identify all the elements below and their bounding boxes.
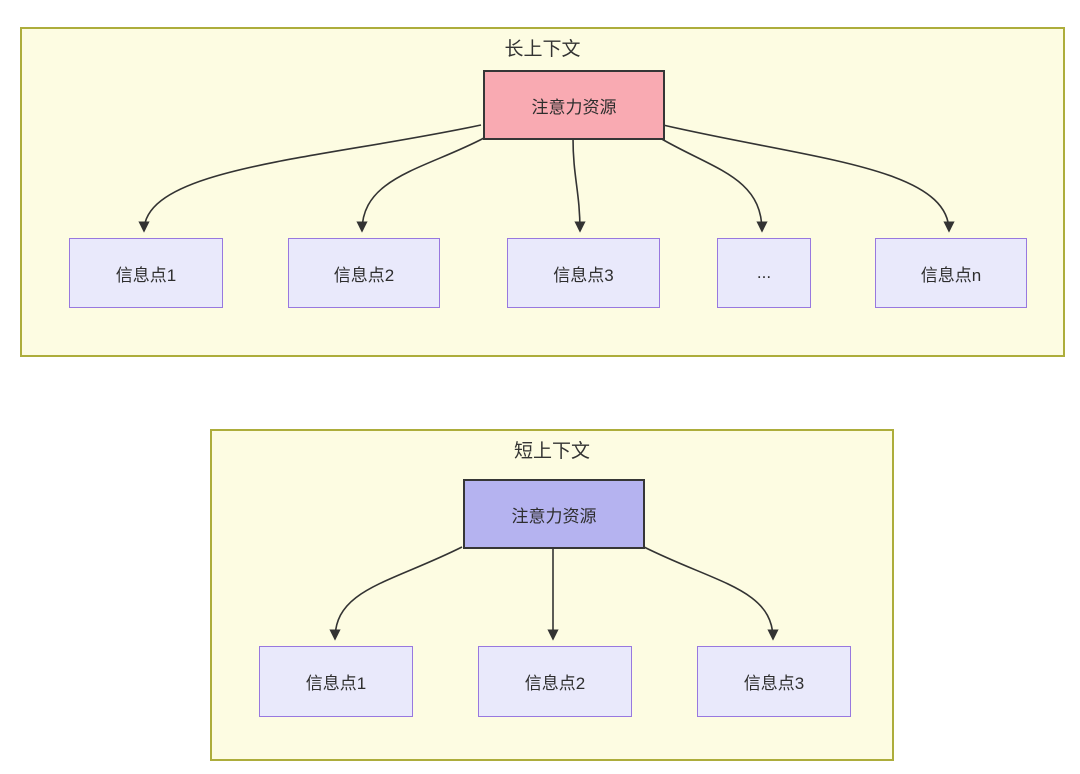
info-point-3-node-short: 信息点3 bbox=[697, 646, 851, 717]
ellipsis-node: ... bbox=[717, 238, 811, 308]
info-point-1-node-long: 信息点1 bbox=[69, 238, 223, 308]
panel-short-context: 短上下文 注意力资源 信息点1 信息点2 信息点3 bbox=[210, 429, 894, 761]
attention-resources-node-long: 注意力资源 bbox=[483, 70, 665, 140]
edge-attention-to-info3-short bbox=[643, 546, 779, 641]
edge-attention-to-info2 bbox=[356, 137, 485, 233]
info-point-2-node-long: 信息点2 bbox=[288, 238, 440, 308]
edge-attention-to-info1 bbox=[138, 124, 482, 233]
edge-attention-to-ellipsis bbox=[659, 137, 768, 233]
info-point-2-node-short: 信息点2 bbox=[478, 646, 632, 717]
edge-attention-to-info1-short bbox=[329, 546, 463, 641]
panel-long-context: 长上下文 注意力资源 信息点1 信息点2 信息点3 ... 信息点n bbox=[20, 27, 1065, 357]
attention-resources-node-short: 注意力资源 bbox=[463, 479, 645, 549]
edge-attention-to-infon bbox=[662, 124, 955, 233]
info-point-1-node-short: 信息点1 bbox=[259, 646, 413, 717]
info-point-3-node-long: 信息点3 bbox=[507, 238, 660, 308]
edge-attention-to-info3 bbox=[572, 137, 586, 233]
panel-long-context-title: 长上下文 bbox=[504, 39, 581, 60]
info-point-n-node: 信息点n bbox=[875, 238, 1027, 308]
panel-short-context-title: 短上下文 bbox=[513, 441, 590, 462]
